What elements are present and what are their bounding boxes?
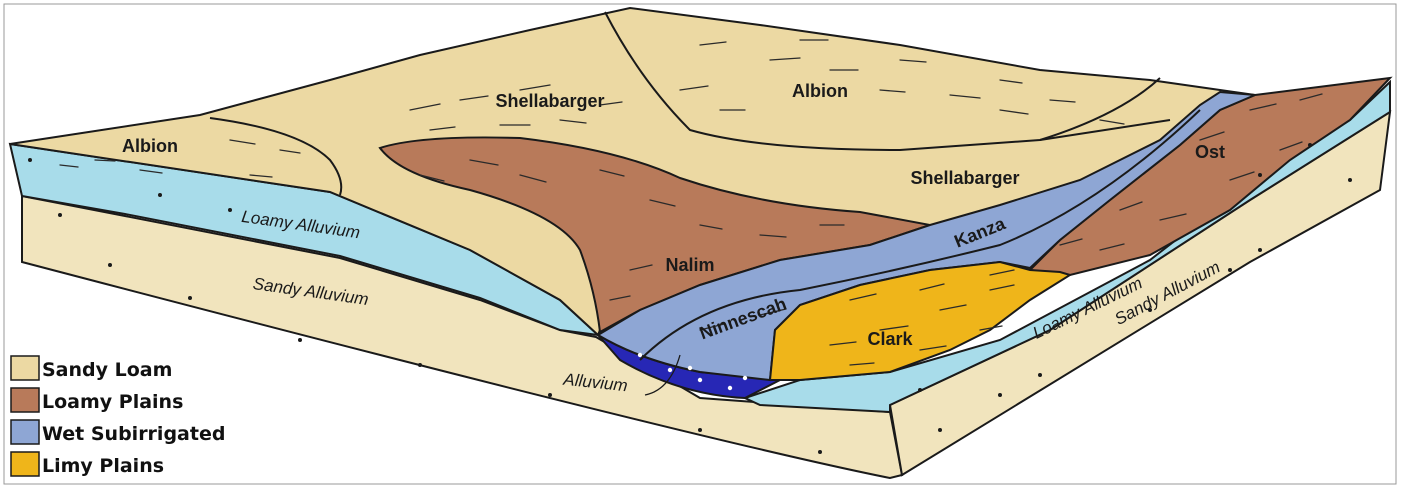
legend-item: Loamy Plains <box>11 388 183 413</box>
map-label-ost: Ost <box>1195 142 1225 162</box>
legend-swatch-loamy-plains <box>11 388 39 412</box>
legend-label: Limy Plains <box>42 455 164 477</box>
map-label-albion-left: Albion <box>122 136 178 156</box>
legend-swatch-sandy-loam <box>11 356 39 380</box>
map-label-shellabarger-top: Shellabarger <box>495 91 604 111</box>
map-label-clark: Clark <box>867 329 913 349</box>
legend-item: Wet Subirrigated <box>11 420 225 445</box>
legend-label: Wet Subirrigated <box>42 423 225 445</box>
map-label-shellabarger-right: Shellabarger <box>910 168 1019 188</box>
legend-swatch-wet-subirrigated <box>11 420 39 444</box>
legend-label: Loamy Plains <box>42 391 183 413</box>
legend-swatch-limy-plains <box>11 452 39 476</box>
map-label-nalim: Nalim <box>665 255 714 275</box>
legend: Sandy Loam Loamy Plains Wet Subirrigated… <box>11 356 225 477</box>
map-label-albion-top: Albion <box>792 81 848 101</box>
legend-item: Limy Plains <box>11 452 164 477</box>
legend-item: Sandy Loam <box>11 356 172 381</box>
legend-label: Sandy Loam <box>42 359 172 381</box>
